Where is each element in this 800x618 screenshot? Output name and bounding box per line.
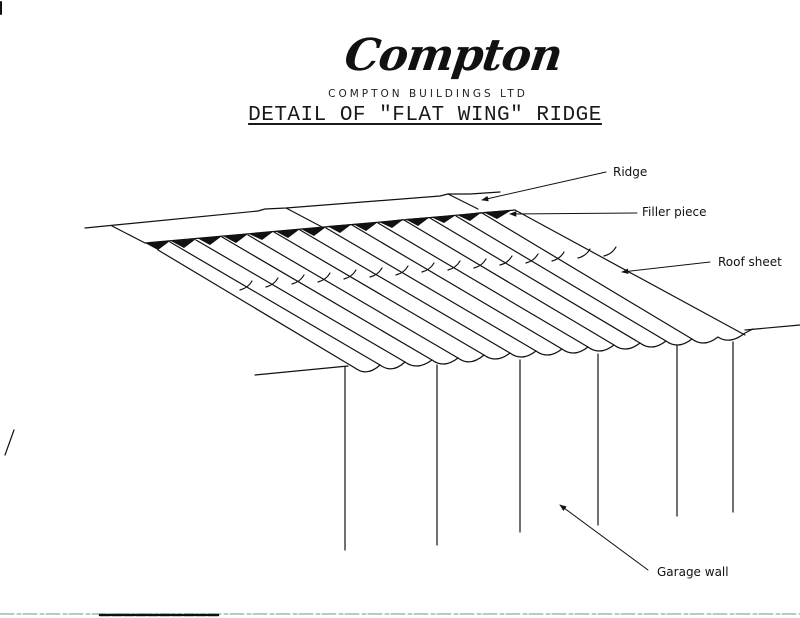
leader-lines	[481, 171, 711, 571]
label-ridge: Ridge	[613, 165, 648, 179]
ridge-leader-arrow	[481, 171, 607, 202]
roof-sheets	[157, 209, 754, 373]
drawing-title: DETAIL OF "FLAT WING" RIDGE	[248, 104, 602, 127]
label-filler-piece: Filler piece	[642, 205, 707, 219]
company-name: COMPTON BUILDINGS LTD	[328, 88, 528, 100]
filler-pieces	[145, 210, 512, 250]
filler-leader-arrow	[509, 211, 638, 217]
roof-sheet-leader-arrow	[621, 261, 711, 275]
garage-wall-leader-arrow	[559, 504, 649, 571]
garage-walls	[254, 324, 800, 551]
label-roof-sheet: Roof sheet	[718, 255, 782, 269]
label-garage-wall: Garage wall	[657, 565, 729, 579]
